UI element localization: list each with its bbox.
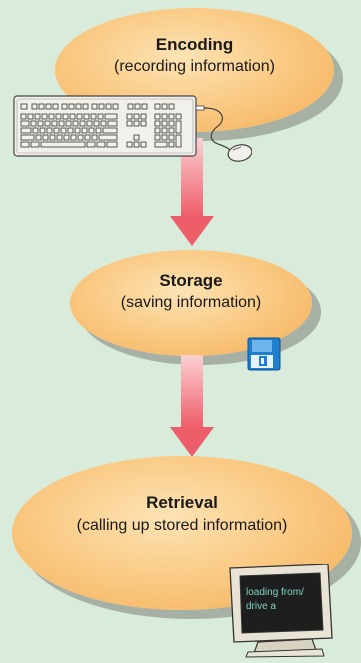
monitor-line-1: loading from/ (246, 587, 304, 598)
encoding-title: Encoding (155, 35, 234, 54)
storage-title: Storage (159, 271, 223, 290)
retrieval-title: Retrieval (146, 493, 218, 512)
encoding-subtitle: (recording information) (114, 58, 275, 75)
monitor-icon: loading from/ drive a (228, 563, 336, 663)
floppy-disk-icon (247, 337, 281, 371)
arrow-down-icon (170, 138, 214, 246)
monitor-line-2: drive a (246, 601, 277, 612)
monitor-screen-text: loading from/ drive a (246, 586, 326, 614)
keyboard-icon (13, 95, 252, 162)
storage-subtitle: (saving information) (120, 294, 262, 311)
mouse-icon (227, 144, 252, 162)
arrow-down-icon (170, 355, 214, 457)
retrieval-subtitle: (calling up stored information) (76, 517, 288, 534)
